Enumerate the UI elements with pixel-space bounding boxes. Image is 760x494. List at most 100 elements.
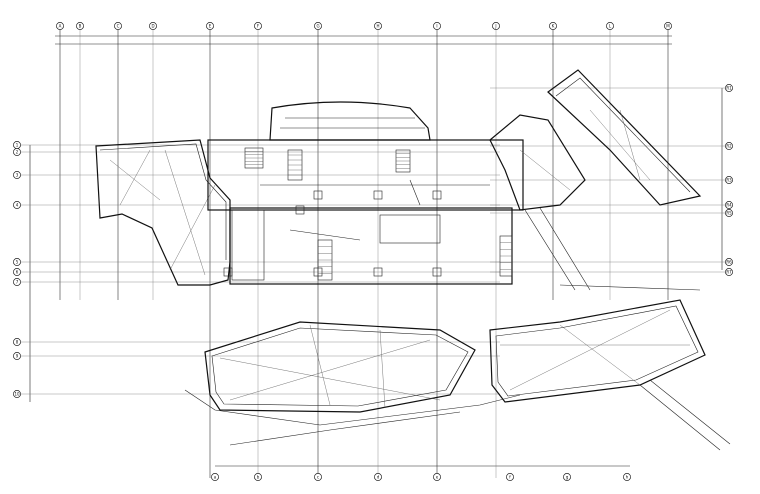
svg-text:R2: R2 [726,144,732,149]
bottom-axis-bubble: b [254,473,262,481]
top-axis-bubble: J [492,22,500,30]
top-axis-bubble: F [254,22,262,30]
left-axis-bubble: 7 [13,278,21,286]
svg-text:D: D [151,24,154,29]
svg-text:c: c [317,475,319,480]
stair-symbol [244,147,264,169]
left-axis-bubble: 5 [13,258,21,266]
svg-text:R3: R3 [726,178,732,183]
right-axis-bubble: R6 [725,258,733,266]
vertical-grid-lines [59,27,669,478]
stair-symbols [244,147,513,281]
right-axis-bubble: R7 [725,268,733,276]
stair-symbol [287,149,303,181]
top-axis-bubble: M [664,22,672,30]
stair-symbol [395,149,411,173]
column-symbol [373,190,383,200]
bottom-axis-bubble: f [506,473,514,481]
svg-text:H: H [376,24,379,29]
svg-text:A: A [59,24,62,29]
svg-text:R7: R7 [726,270,732,275]
bottom-axis-bubble: a [211,473,219,481]
right-axis-bubble: R5 [725,209,733,217]
svg-text:K: K [552,24,555,29]
svg-text:2: 2 [16,150,19,155]
column-symbol [223,267,233,277]
bottom-axis-bubble: c [314,473,322,481]
central-core-outline [207,101,524,285]
top-axis-bubble: H [374,22,382,30]
svg-text:10: 10 [14,392,20,397]
top-axis-bubble: B [76,22,84,30]
svg-text:R1: R1 [726,86,732,91]
column-symbol [373,267,383,277]
svg-text:I: I [436,24,437,29]
svg-text:R5: R5 [726,211,732,216]
svg-text:7: 7 [16,280,19,285]
stair-symbol [499,235,513,277]
svg-text:L: L [609,24,612,29]
top-axis-bubble: I [433,22,441,30]
svg-text:8: 8 [16,340,19,345]
svg-text:5: 5 [16,260,19,265]
svg-text:f: f [509,475,511,480]
svg-text:B: B [79,24,82,29]
left-axis-bubble: 1 [13,141,21,149]
top-axis-bubble: L [606,22,614,30]
svg-text:1: 1 [16,143,19,148]
stair-symbol [317,239,333,281]
bottom-axis-bubble: e [433,473,441,481]
column-symbol [432,267,442,277]
structural-columns [223,190,442,277]
svg-text:3: 3 [16,173,19,178]
left-axis-bubble: 2 [13,148,21,156]
right-axis-bubble: R4 [725,201,733,209]
left-axis-bubble: 6 [13,268,21,276]
bottom-axis-bubble: g [563,473,571,481]
svg-text:E: E [209,24,212,29]
svg-text:d: d [377,475,380,480]
top-axis-bubble: A [56,22,64,30]
right-axis-bubble: R3 [725,176,733,184]
north-east-wing-outline [489,69,702,211]
left-axis-bubble: 10 [13,390,21,398]
column-symbol [313,267,323,277]
right-axis-bubble: R1 [725,84,733,92]
svg-text:h: h [626,475,629,480]
svg-text:M: M [666,24,670,29]
svg-text:R6: R6 [726,260,732,265]
svg-text:J: J [494,24,496,29]
south-east-canopy-outline [489,299,706,403]
column-symbol [313,190,323,200]
svg-text:9: 9 [16,354,19,359]
bottom-axis-bubble: d [374,473,382,481]
svg-text:R4: R4 [726,203,732,208]
south-west-canopy-outline [204,321,476,413]
svg-text:G: G [316,24,319,29]
svg-text:a: a [214,475,217,480]
left-axis-bubble: 4 [13,201,21,209]
top-dimension-chain [29,35,723,467]
diagonal-connector [184,207,731,451]
svg-text:b: b [257,475,260,480]
top-axis-bubble: K [549,22,557,30]
left-axis-bubble: 9 [13,352,21,360]
left-axis-bubble: 3 [13,171,21,179]
svg-text:6: 6 [16,270,19,275]
horizontal-grid-lines [18,87,728,395]
svg-text:C: C [117,24,120,29]
bottom-axis-bubble: h [623,473,631,481]
svg-text:e: e [436,475,439,480]
top-axis-bubble: C [114,22,122,30]
svg-text:F: F [257,24,260,29]
svg-text:4: 4 [16,203,19,208]
column-symbol [295,205,305,215]
top-axis-bubble: G [314,22,322,30]
right-axis-bubble: R2 [725,142,733,150]
left-axis-bubble: 8 [13,338,21,346]
top-axis-bubble: E [206,22,214,30]
column-symbol [432,190,442,200]
